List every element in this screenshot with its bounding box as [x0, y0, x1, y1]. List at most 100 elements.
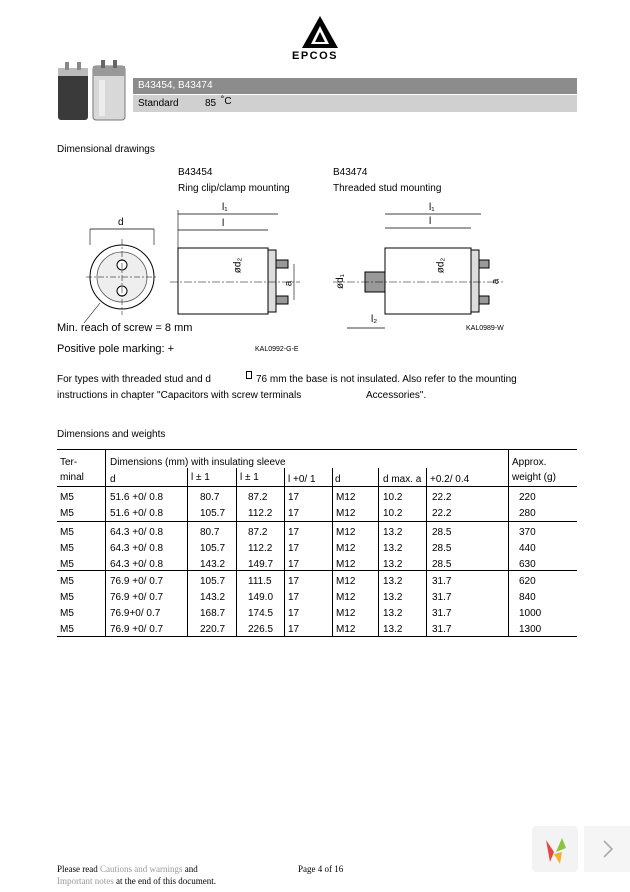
- table-cell: 840: [519, 592, 536, 603]
- table-cell: 111.5: [248, 576, 272, 587]
- table-cell: M12: [336, 492, 356, 503]
- table-cell: 64.3 +0/ 0.8: [110, 527, 164, 538]
- table-cell: 31.7: [432, 608, 452, 619]
- sub-header-d2-a: d max. a: [383, 474, 422, 485]
- table-cell: 112.2: [248, 508, 273, 519]
- next-page-button[interactable]: [584, 826, 630, 872]
- sub-header-l-1: l ± 1: [191, 472, 210, 483]
- page-number: Page 4 of 16: [298, 864, 344, 874]
- footer-notice: Please read Cautions and warnings and Im…: [57, 864, 257, 886]
- table-cell: 80.7: [200, 492, 220, 503]
- table-cell: 220.7: [200, 624, 226, 635]
- table-cell: 149.0: [248, 592, 274, 603]
- note-line1: For types with threaded stud and d: [57, 374, 211, 385]
- table-top-rule: [57, 449, 577, 450]
- sub-header-l-2: l ± 1: [240, 472, 259, 483]
- table-cell: 17: [288, 624, 300, 635]
- group1-rule: [57, 521, 577, 522]
- table-cell: 28.5: [432, 527, 452, 538]
- chevron-right-icon: [603, 840, 614, 858]
- pole-marking-label: Positive pole marking: +: [57, 343, 175, 355]
- sub-header-d: d: [110, 474, 116, 485]
- table-cell: 64.3 +0/ 0.8: [110, 543, 164, 554]
- table-cell: M5: [60, 527, 74, 538]
- grade-label: Standard: [138, 98, 179, 109]
- label-l: l: [222, 218, 225, 229]
- table-cell: 17: [288, 559, 300, 570]
- table-cell: 76.9 +0/ 0.7: [110, 624, 164, 635]
- table-cell: 17: [288, 543, 300, 554]
- table-cell: 51.6 +0/ 0.8: [110, 492, 164, 503]
- dimensions-weights-title: Dimensions and weights: [57, 429, 166, 440]
- temp-value: 85: [205, 98, 217, 109]
- table-cell: 31.7: [432, 624, 452, 635]
- label-a: a: [283, 280, 295, 287]
- table-cell: 87.2: [248, 492, 268, 503]
- table-cell: 13.2: [383, 559, 403, 570]
- label-d1: ød₁: [335, 273, 347, 290]
- table-cell: 105.7: [200, 576, 226, 587]
- table-cell: 13.2: [383, 543, 403, 554]
- note-line2b: Accessories".: [366, 390, 427, 401]
- col-sep-7: [426, 468, 427, 636]
- sub-header-d1: d: [335, 474, 341, 485]
- table-cell: 17: [288, 508, 300, 519]
- table-cell: 13.2: [383, 576, 403, 587]
- table-cell: 112.2: [248, 543, 273, 554]
- table-cell: 31.7: [432, 576, 452, 587]
- col-sep-5: [332, 468, 333, 636]
- ring-clip-drawing: l₁ l ød₂ a: [170, 200, 305, 330]
- table-cell: M5: [60, 508, 74, 519]
- important-notes-link[interactable]: Important notes: [57, 876, 114, 886]
- table-cell: M5: [60, 559, 74, 570]
- sub-header-l2: l +0/ 1: [288, 474, 316, 485]
- table-cell: 1000: [519, 608, 542, 619]
- table-cell: 28.5: [432, 543, 452, 554]
- cautions-link[interactable]: Cautions and warnings: [99, 864, 183, 874]
- table-cell: 149.7: [248, 559, 274, 570]
- sub-header-tol: +0.2/ 0.4: [430, 474, 470, 485]
- label-d2-right: ød₂: [435, 257, 447, 274]
- table-cell: 143.2: [200, 559, 226, 570]
- header-approx: Approx.: [512, 457, 547, 468]
- header-terminal-2: minal: [60, 472, 84, 483]
- table-cell: 105.7: [200, 508, 226, 519]
- label-l-right: l: [429, 216, 432, 227]
- table-cell: 76.9+0/ 0.7: [110, 608, 161, 619]
- right-mount: Threaded stud mounting: [333, 183, 442, 194]
- header-weight: weight (g): [512, 472, 556, 483]
- table-cell: 17: [288, 576, 300, 587]
- col-sep-1: [105, 449, 106, 636]
- table-cell: M12: [336, 508, 356, 519]
- table-cell: 13.2: [383, 592, 403, 603]
- col-sep-2: [187, 468, 188, 636]
- table-cell: 630: [519, 559, 536, 570]
- viewer-logo-icon[interactable]: [532, 826, 578, 872]
- col-sep-8: [508, 449, 509, 636]
- table-cell: 220: [519, 492, 536, 503]
- col-sep-4: [284, 468, 285, 636]
- left-mount: Ring clip/clamp mounting: [178, 183, 290, 194]
- table-cell: 13.2: [383, 608, 403, 619]
- label-d2: ød₂: [232, 257, 244, 274]
- table-cell: M12: [336, 592, 356, 603]
- left-code: B43454: [178, 167, 213, 178]
- note-line2: instructions in chapter "Capacitors with…: [57, 390, 302, 401]
- end-view-drawing: d: [80, 215, 170, 325]
- table-cell: M5: [60, 592, 74, 603]
- table-cell: M12: [336, 576, 356, 587]
- label-l2: l₂: [371, 314, 378, 325]
- table-cell: 13.2: [383, 527, 403, 538]
- table-cell: M12: [336, 527, 356, 538]
- series-bar: B43454, B43474: [133, 78, 577, 94]
- table-cell: 22.2: [432, 492, 452, 503]
- header-dimensions: Dimensions (mm) with insulating sleeve: [110, 457, 286, 468]
- table-cell: M5: [60, 492, 74, 503]
- table-cell: M12: [336, 543, 356, 554]
- table-bottom-rule: [57, 636, 577, 637]
- table-cell: 17: [288, 492, 300, 503]
- label-l1-right: l₁: [429, 202, 435, 213]
- footer-left2b: at the end of this document.: [116, 876, 216, 886]
- label-a-right: a: [490, 278, 502, 285]
- col-sep-6: [378, 468, 379, 636]
